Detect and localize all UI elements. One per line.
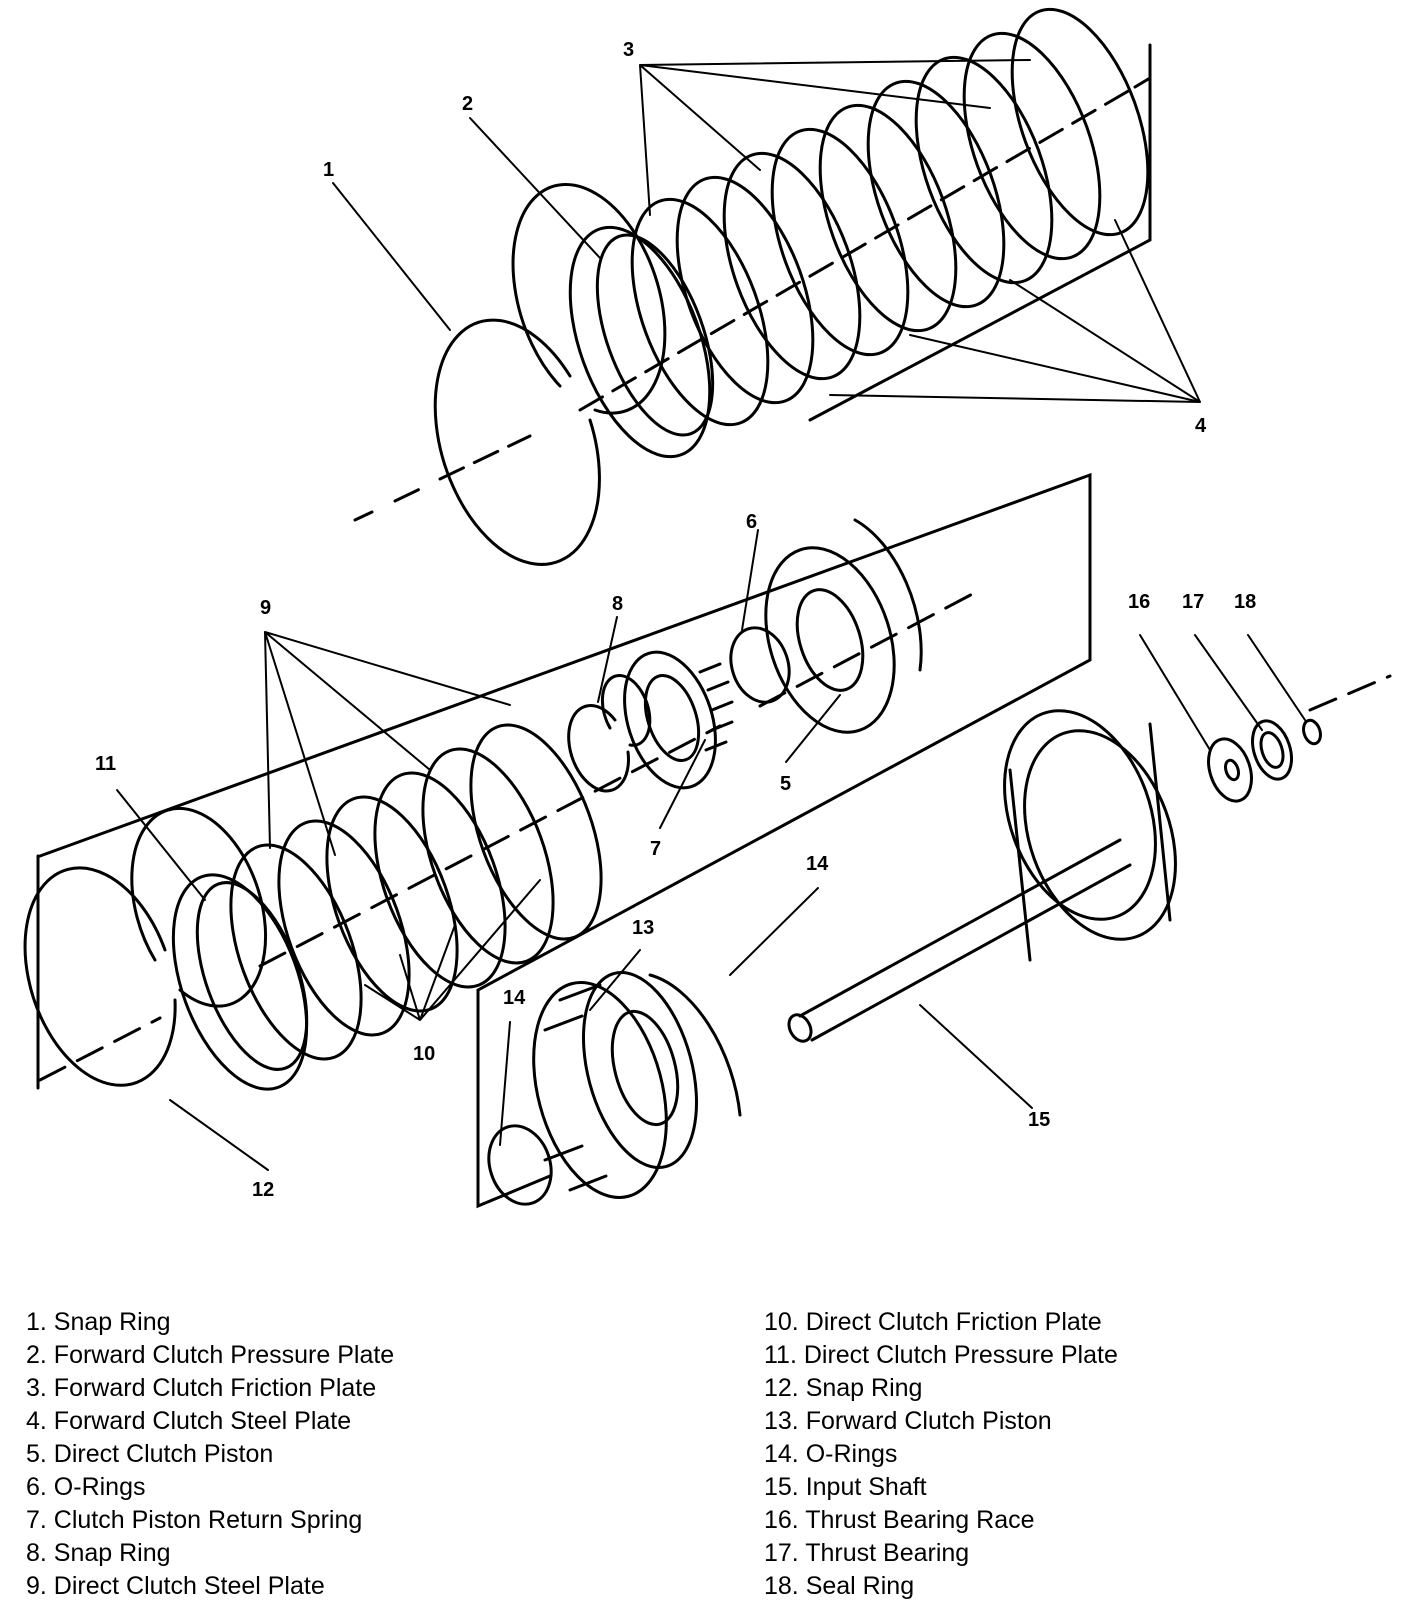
legend-item: 14. O-Rings [764, 1440, 898, 1468]
callout-18: 18 [1234, 591, 1256, 613]
callout-15: 15 [1028, 1109, 1050, 1131]
legend-item: 13. Forward Clutch Piston [764, 1407, 1052, 1435]
exploded-view-diagram: 1 2 3 4 5 6 7 8 9 10 11 12 13 14 14 15 1… [23, 7, 1392, 1209]
leader-lines [116, 59, 1306, 1171]
callout-3: 3 [623, 39, 634, 61]
callout-10: 10 [413, 1043, 435, 1065]
callout-16: 16 [1128, 591, 1150, 613]
legend-item: 17. Thrust Bearing [764, 1539, 970, 1567]
part-return-spring [623, 650, 734, 790]
parts-legend-left: 1. Snap Ring 2. Forward Clutch Pressure … [26, 1306, 394, 1603]
upper-centerline [353, 76, 1152, 522]
callout-4: 4 [1195, 415, 1207, 437]
callout-1: 1 [323, 159, 334, 181]
part-o-ring-6 [729, 626, 791, 704]
callout-7: 7 [650, 838, 661, 860]
part-snap-ring-1 [433, 182, 667, 566]
parts-legend-right: 10. Direct Clutch Friction Plate 11. Dir… [764, 1306, 1118, 1603]
legend-item: 9. Direct Clutch Steel Plate [26, 1572, 325, 1600]
callout-6: 6 [746, 511, 757, 533]
part-direct-clutch-piston [764, 518, 923, 734]
legend-item: 12. Snap Ring [764, 1374, 923, 1402]
legend-item: 18. Seal Ring [764, 1572, 915, 1600]
callout-14a: 14 [503, 987, 526, 1009]
callout-13: 13 [632, 917, 654, 939]
legend-item: 10. Direct Clutch Friction Plate [764, 1308, 1102, 1336]
legend-item: 1. Snap Ring [26, 1308, 171, 1336]
callout-11: 11 [95, 753, 116, 775]
part-seal-ring [1302, 718, 1322, 746]
legend-item: 5. Direct Clutch Piston [26, 1440, 274, 1468]
legend-item: 11. Direct Clutch Pressure Plate [764, 1341, 1118, 1369]
callout-12: 12 [252, 1179, 274, 1201]
part-input-shaft [787, 709, 1177, 1043]
legend-item: 16. Thrust Bearing Race [764, 1506, 1035, 1534]
upper-bracket [808, 43, 1152, 422]
part-o-ring-14b [648, 973, 742, 1117]
part-snap-ring-12 [23, 806, 268, 1087]
part-snap-ring-8 [567, 673, 652, 793]
part-direct-clutch-plates [171, 723, 603, 1091]
callout-2: 2 [462, 93, 473, 115]
callout-labels: 1 2 3 4 5 6 7 8 9 10 11 12 13 14 14 15 1… [95, 39, 1256, 1201]
legend-item: 15. Input Shaft [764, 1473, 927, 1501]
callout-9: 9 [260, 597, 271, 619]
legend-item: 6. O-Rings [26, 1473, 146, 1501]
legend-item: 8. Snap Ring [26, 1539, 171, 1567]
part-forward-clutch-piston [532, 970, 699, 1199]
part-forward-clutch-plates [568, 7, 1150, 459]
callout-8: 8 [612, 593, 623, 615]
legend-item: 4. Forward Clutch Steel Plate [26, 1407, 352, 1435]
lower-bracket [36, 472, 1092, 1209]
part-o-ring-14a [487, 1124, 553, 1206]
legend-item: 7. Clutch Piston Return Spring [26, 1506, 363, 1534]
callout-17: 17 [1182, 591, 1204, 613]
lower-centerline [38, 588, 1392, 1082]
callout-5: 5 [780, 773, 791, 795]
part-thrust-bearing-race [1207, 737, 1253, 803]
legend-item: 3. Forward Clutch Friction Plate [26, 1374, 377, 1402]
part-thrust-bearing [1251, 719, 1293, 781]
legend-item: 2. Forward Clutch Pressure Plate [26, 1341, 395, 1369]
callout-14b: 14 [806, 853, 829, 875]
